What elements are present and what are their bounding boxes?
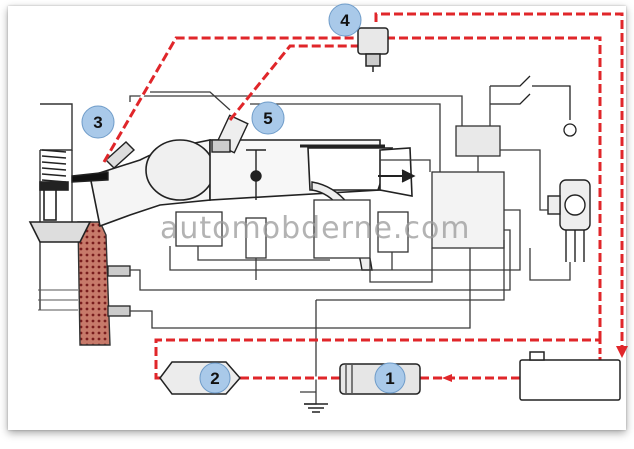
electric-wiring bbox=[129, 86, 571, 405]
watermark-text: automobderne.com bbox=[160, 211, 471, 246]
throttle-valve bbox=[246, 149, 266, 200]
callout-5: 5 bbox=[251, 101, 285, 135]
callout-4: 4 bbox=[328, 3, 362, 37]
valve-spring bbox=[28, 149, 92, 243]
injection-valve bbox=[211, 114, 249, 154]
svg-text:5: 5 bbox=[263, 109, 272, 128]
ground-symbol bbox=[304, 403, 328, 413]
relay-switch bbox=[490, 75, 577, 137]
svg-text:3: 3 bbox=[93, 113, 102, 132]
svg-text:2: 2 bbox=[210, 369, 219, 388]
cold-start-injector bbox=[71, 141, 136, 183]
callout-2: 2 bbox=[199, 362, 231, 394]
control-units bbox=[175, 125, 505, 259]
distributor bbox=[547, 179, 591, 262]
fuel-flow-arrow bbox=[442, 374, 452, 382]
callout-1: 1 bbox=[374, 362, 406, 394]
fuel-return-arrow bbox=[616, 346, 628, 358]
svg-text:4: 4 bbox=[340, 11, 350, 30]
fuel-line bbox=[102, 12, 624, 380]
svg-text:1: 1 bbox=[385, 369, 394, 388]
spark-plugs bbox=[107, 265, 131, 317]
callout-3: 3 bbox=[81, 105, 115, 139]
fuel-accumulator bbox=[357, 27, 389, 72]
fuel-tank bbox=[519, 351, 621, 401]
